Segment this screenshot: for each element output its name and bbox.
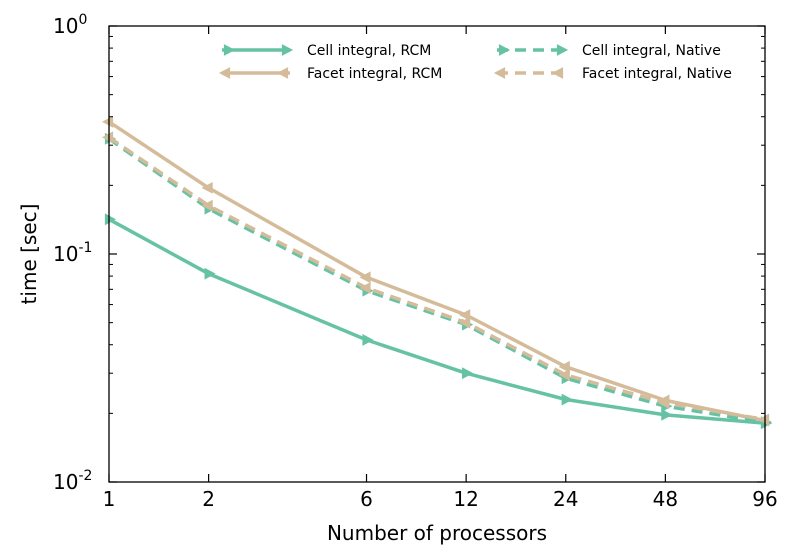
x-tick-label: 12 [453, 487, 478, 511]
x-tick-label: 6 [360, 487, 373, 511]
series-1 [104, 213, 773, 430]
x-tick-label: 2 [202, 487, 215, 511]
legend-marker [281, 44, 294, 56]
data-point [104, 213, 117, 226]
x-tick-label: 1 [103, 487, 116, 511]
legend-item: Facet integral, Native [493, 66, 732, 82]
data-point [661, 408, 673, 421]
data-point [658, 397, 670, 409]
x-tick-label: 48 [653, 487, 678, 511]
data-point [101, 115, 114, 128]
legend-label: Cell integral, RCM [307, 43, 431, 59]
legend-marker [498, 44, 511, 56]
data-point [362, 333, 374, 346]
data-point [558, 360, 570, 373]
y-tick-label: 10-2 [53, 468, 92, 494]
legend-label: Facet integral, RCM [307, 66, 442, 82]
data-point [459, 309, 471, 321]
legend-marker [223, 44, 236, 56]
legend-label: Cell integral, Native [582, 43, 721, 59]
data-point [757, 413, 770, 426]
legend-marker [493, 67, 506, 79]
data-point [558, 368, 570, 381]
series-line [107, 137, 766, 424]
legend-item: Cell integral, Native [497, 43, 721, 59]
data-point [204, 267, 216, 280]
series-line [108, 135, 766, 422]
y-tick-label: 100 [53, 12, 87, 38]
data-point [201, 181, 213, 194]
data-point [462, 367, 474, 380]
x-tick-label: 24 [553, 487, 578, 511]
legend: Cell integral, RCM Facet integral, RCM Cel… [218, 43, 732, 82]
x-axis-label: Number of processors [327, 521, 547, 545]
legend-marker [218, 67, 231, 79]
legend-marker [551, 67, 564, 79]
data-point [459, 316, 471, 329]
legend-marker [276, 67, 289, 79]
legend-label: Facet integral, Native [582, 66, 732, 82]
legend-item: Cell integral, RCM [222, 43, 431, 59]
legend-item: Facet integral, RCM [218, 66, 442, 82]
data-point [201, 199, 213, 212]
y-axis-label: time [sec] [17, 204, 41, 305]
legend-marker [556, 44, 569, 56]
data-point [359, 281, 371, 294]
y-tick-label: 10-1 [53, 240, 92, 266]
x-tick-label: 96 [752, 487, 777, 511]
series-layer [101, 115, 773, 430]
series-3 [104, 132, 773, 429]
data-point [359, 271, 371, 284]
data-point [101, 131, 114, 144]
series-4 [101, 131, 770, 426]
series-line [108, 217, 766, 425]
data-point [561, 393, 573, 406]
